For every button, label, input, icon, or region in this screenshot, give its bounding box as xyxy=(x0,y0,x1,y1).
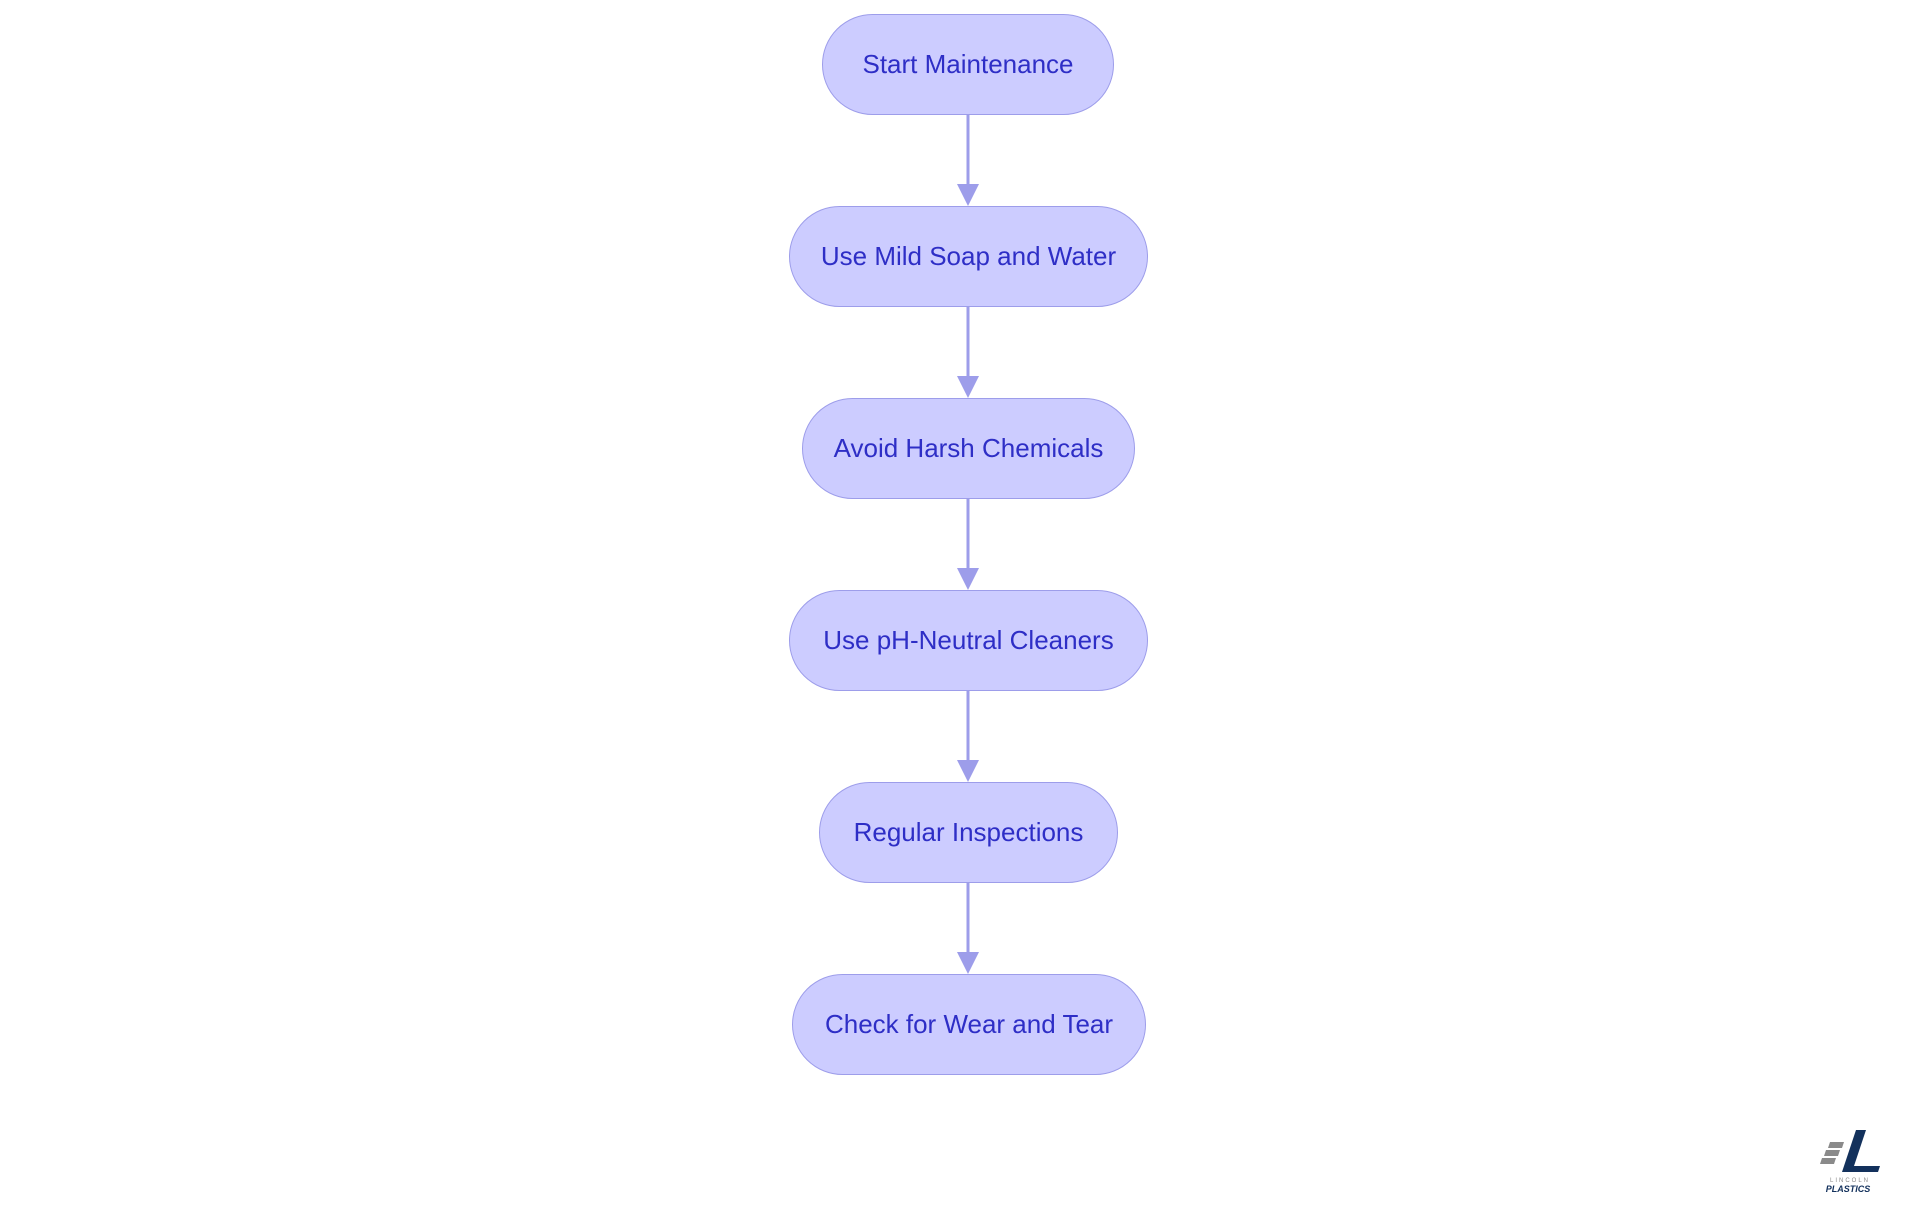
step-use-ph-neutral-cleaners: Use pH-Neutral Cleaners xyxy=(789,590,1148,691)
step-use-mild-soap-and-water: Use Mild Soap and Water xyxy=(789,206,1148,307)
logo-bar-1 xyxy=(1828,1142,1844,1148)
arrowhead-3 xyxy=(957,568,979,590)
step-label: Use Mild Soap and Water xyxy=(820,241,1117,271)
logo-bar-2 xyxy=(1824,1150,1840,1156)
arrowhead-2 xyxy=(957,376,979,398)
step-label: Start Maintenance xyxy=(862,49,1074,79)
logo-l-shape xyxy=(1842,1130,1880,1172)
arrowhead-5 xyxy=(957,952,979,974)
step-label: Use pH-Neutral Cleaners xyxy=(823,625,1114,655)
lincoln-plastics-logo: LINCOLN PLASTICS xyxy=(1820,1130,1880,1194)
logo-text-line1: LINCOLN xyxy=(1830,1178,1870,1184)
step-start-maintenance: Start Maintenance xyxy=(822,14,1114,115)
step-label: Regular Inspections xyxy=(853,817,1084,847)
step-label: Avoid Harsh Chemicals xyxy=(833,433,1104,463)
step-label: Check for Wear and Tear xyxy=(824,1009,1114,1039)
logo-text-line2: PLASTICS xyxy=(1826,1184,1871,1194)
arrowhead-1 xyxy=(957,184,979,206)
logo-bar-3 xyxy=(1820,1158,1836,1164)
arrowhead-4 xyxy=(957,760,979,782)
step-check-for-wear-and-tear: Check for Wear and Tear xyxy=(792,974,1146,1075)
step-regular-inspections: Regular Inspections xyxy=(819,782,1118,883)
step-avoid-harsh-chemicals: Avoid Harsh Chemicals xyxy=(802,398,1135,499)
